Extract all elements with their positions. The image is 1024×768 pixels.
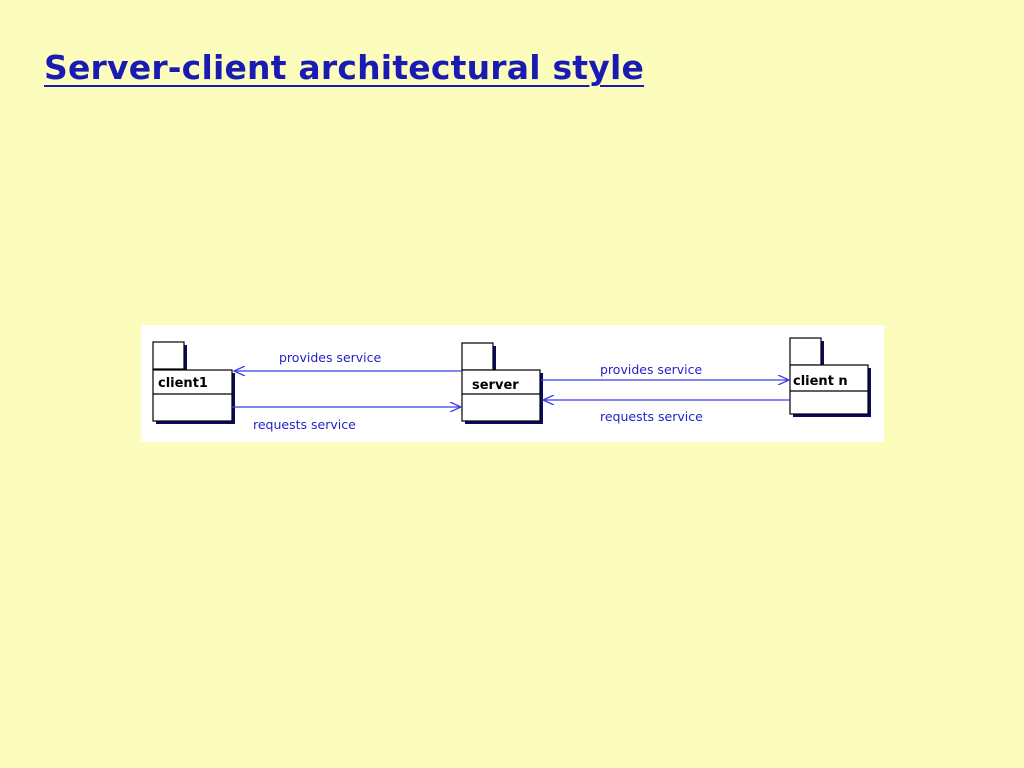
package-client-n: client n bbox=[789, 337, 871, 417]
edge-label-server-to-client1: provides service bbox=[279, 350, 382, 365]
edge-label-server-to-client-n: provides service bbox=[600, 362, 703, 377]
slide-title: Server-client architectural style bbox=[44, 48, 645, 87]
package-body bbox=[789, 364, 869, 415]
package-label-server: server bbox=[472, 378, 519, 393]
package-tab bbox=[152, 341, 185, 370]
package-server: server bbox=[461, 342, 543, 424]
edge-label-client-n-to-server: requests service bbox=[600, 409, 703, 424]
package-diagram: client1 server client n provides service… bbox=[152, 337, 871, 432]
edge-label-client1-to-server: requests service bbox=[253, 417, 356, 432]
package-tab bbox=[461, 342, 494, 371]
package-body bbox=[152, 369, 233, 422]
package-client1: client1 bbox=[152, 341, 235, 424]
package-tab bbox=[789, 337, 822, 366]
package-label-client1: client1 bbox=[158, 376, 208, 391]
package-label-client-n: client n bbox=[793, 374, 848, 389]
diagram-panel: client1 server client n provides service… bbox=[141, 325, 884, 442]
package-body bbox=[461, 369, 541, 422]
